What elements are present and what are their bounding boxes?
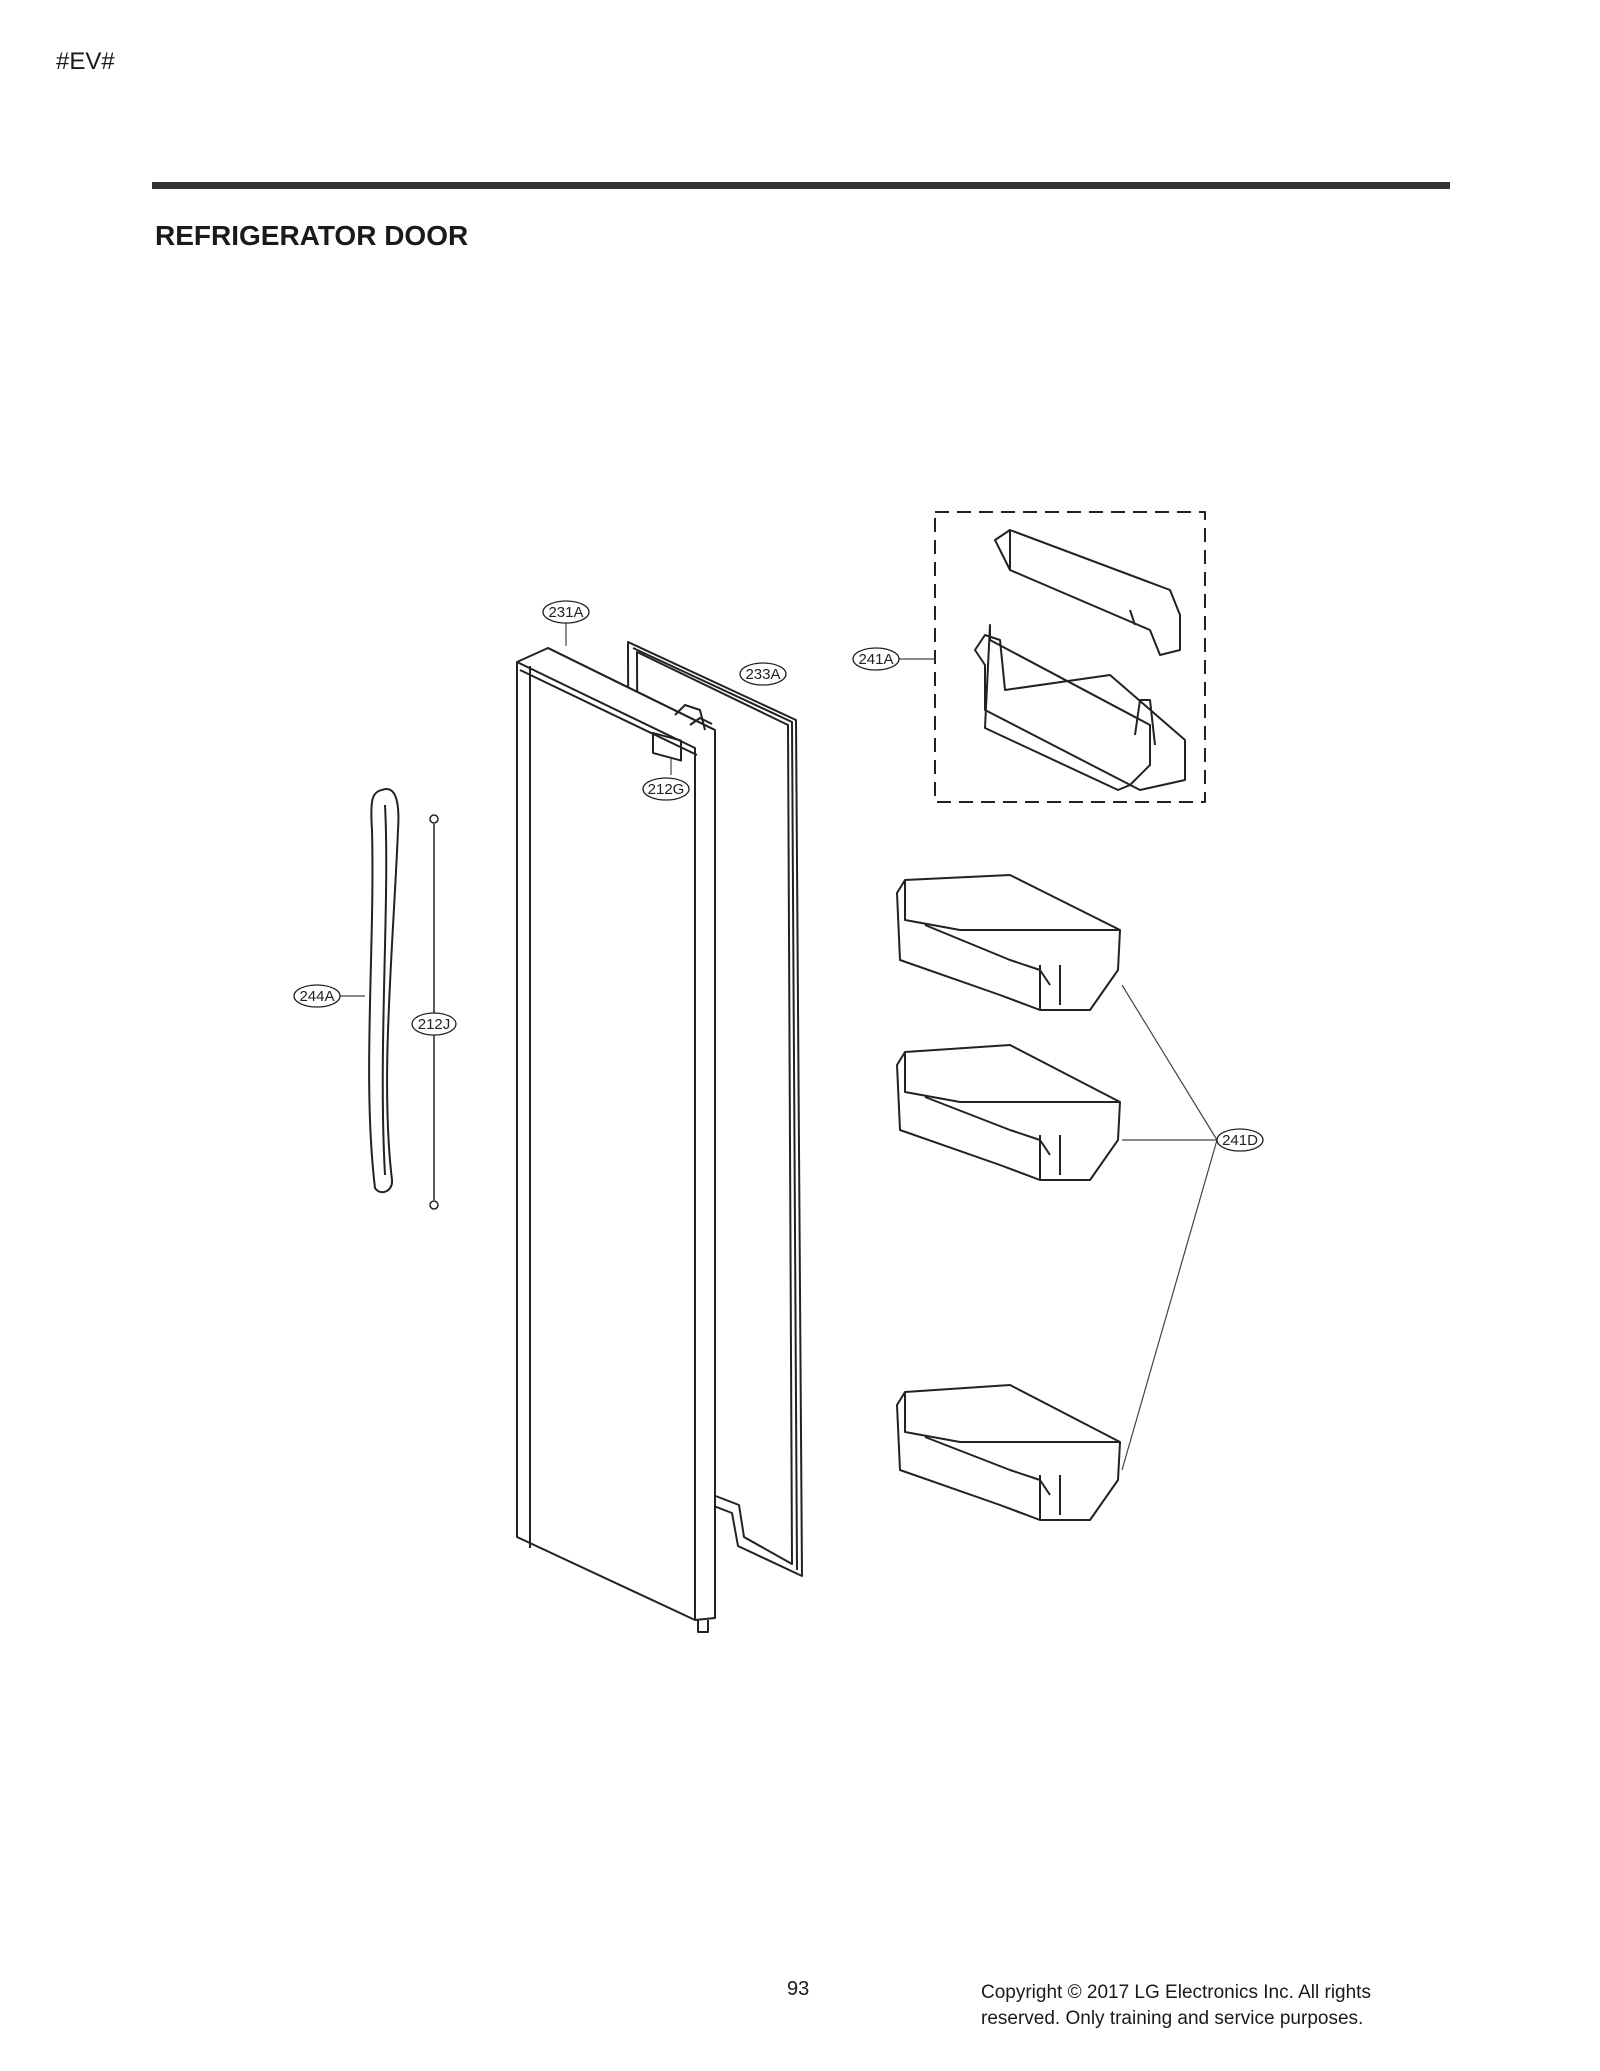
refrigerator-door — [516, 647, 716, 1633]
page-number: 93 — [787, 1978, 810, 2000]
svg-text:212J: 212J — [418, 1016, 451, 1033]
callout-231a: 231A — [542, 600, 590, 624]
callout-244a: 244A — [293, 984, 341, 1008]
section-rule — [152, 182, 1450, 189]
callout-212g: 212G — [642, 777, 690, 801]
copyright-line-1: Copyright © 2017 LG Electronics Inc. All… — [981, 1982, 1371, 2003]
door-bin-3 — [896, 1384, 1121, 1521]
copyright-line-2: reserved. Only training and service purp… — [981, 2008, 1364, 2029]
svg-text:244A: 244A — [299, 988, 334, 1005]
basket-cover-assembly — [934, 511, 1206, 803]
svg-text:241A: 241A — [858, 651, 893, 668]
handle-screws — [429, 814, 439, 1210]
callout-212j: 212J — [411, 1012, 457, 1036]
header-code: #EV# — [56, 48, 115, 75]
leader-lines — [339, 623, 1218, 1471]
svg-text:241D: 241D — [1222, 1132, 1258, 1149]
callout-233a: 233A — [739, 662, 787, 686]
door-handle — [368, 788, 400, 1194]
svg-text:212G: 212G — [648, 781, 685, 798]
callout-241d: 241D — [1216, 1128, 1264, 1152]
svg-text:233A: 233A — [745, 666, 780, 683]
svg-text:231A: 231A — [548, 604, 583, 621]
section-title: REFRIGERATOR DOOR — [155, 220, 469, 251]
door-bin-2 — [896, 1044, 1121, 1181]
copyright-notice: Copyright © 2017 LG Electronics Inc. All… — [981, 1980, 1441, 2032]
door-bin-1 — [896, 874, 1121, 1011]
callout-241a: 241A — [852, 647, 900, 671]
